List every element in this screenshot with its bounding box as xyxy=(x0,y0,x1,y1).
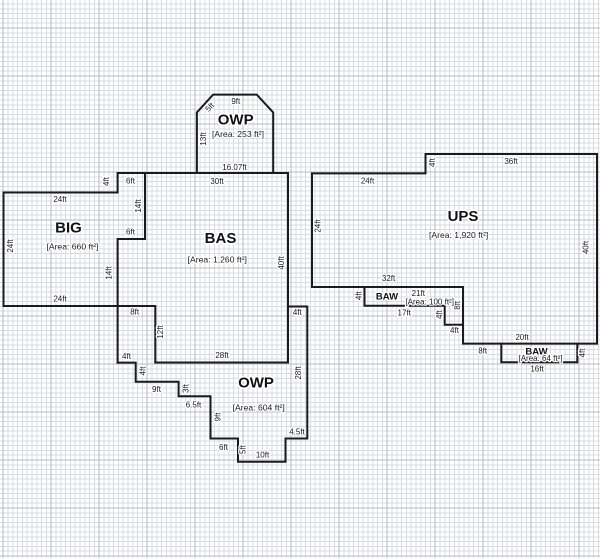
svg-text:[Area: 604 ft²]: [Area: 604 ft²] xyxy=(233,403,285,413)
svg-text:28ft: 28ft xyxy=(215,351,229,360)
svg-text:4.5ft: 4.5ft xyxy=(289,428,305,437)
svg-text:BAW: BAW xyxy=(525,347,547,358)
svg-text:14ft: 14ft xyxy=(105,266,114,280)
svg-text:30ft: 30ft xyxy=(210,177,224,186)
svg-text:4ft: 4ft xyxy=(450,326,460,335)
svg-text:10ft: 10ft xyxy=(256,450,270,459)
svg-text:BIG: BIG xyxy=(55,219,82,236)
svg-text:4ft: 4ft xyxy=(428,157,437,167)
svg-text:14ft: 14ft xyxy=(134,199,143,213)
svg-text:6ft: 6ft xyxy=(219,443,229,452)
svg-text:24ft: 24ft xyxy=(314,219,323,233)
svg-text:32ft: 32ft xyxy=(382,274,396,283)
svg-text:40ft: 40ft xyxy=(582,240,591,254)
svg-text:17ft: 17ft xyxy=(398,308,412,317)
svg-text:9ft: 9ft xyxy=(231,97,241,106)
svg-text:24ft: 24ft xyxy=(53,195,67,204)
svg-text:[Area: 660 ft²]: [Area: 660 ft²] xyxy=(46,242,98,252)
svg-text:9ft: 9ft xyxy=(214,412,223,422)
svg-text:8ft: 8ft xyxy=(130,308,140,317)
svg-text:6ft: 6ft xyxy=(126,228,136,237)
svg-text:BAS: BAS xyxy=(205,230,237,247)
svg-text:[Area: 1,260 ft²]: [Area: 1,260 ft²] xyxy=(188,255,247,265)
svg-text:36ft: 36ft xyxy=(504,157,518,166)
svg-text:16ft: 16ft xyxy=(530,365,544,374)
svg-text:4ft: 4ft xyxy=(102,176,111,186)
svg-text:24ft: 24ft xyxy=(361,177,375,186)
svg-text:16.07ft: 16.07ft xyxy=(222,163,247,172)
svg-text:OWP: OWP xyxy=(238,375,274,392)
svg-text:5ft: 5ft xyxy=(239,444,248,454)
svg-text:20ft: 20ft xyxy=(515,333,529,342)
svg-text:24ft: 24ft xyxy=(6,239,15,253)
svg-text:4ft: 4ft xyxy=(435,309,444,319)
svg-text:BAW: BAW xyxy=(376,292,398,303)
svg-text:[Area: 253 ft²]: [Area: 253 ft²] xyxy=(212,129,264,139)
svg-text:8ft: 8ft xyxy=(453,300,462,310)
svg-text:9ft: 9ft xyxy=(152,385,162,394)
svg-text:12ft: 12ft xyxy=(156,325,165,339)
svg-text:[Area: 1,920 ft²]: [Area: 1,920 ft²] xyxy=(429,230,488,240)
svg-text:4ft: 4ft xyxy=(122,352,132,361)
svg-text:OWP: OWP xyxy=(218,111,254,128)
svg-text:[Area: 100 ft²]: [Area: 100 ft²] xyxy=(405,298,453,307)
svg-text:3ft: 3ft xyxy=(182,383,191,393)
svg-text:[Area: 64 ft²]: [Area: 64 ft²] xyxy=(518,354,562,363)
svg-text:4ft: 4ft xyxy=(354,290,363,300)
svg-text:13ft: 13ft xyxy=(199,132,208,146)
svg-text:21ft: 21ft xyxy=(412,289,426,298)
svg-text:4ft: 4ft xyxy=(293,308,303,317)
svg-text:6.5ft: 6.5ft xyxy=(186,401,202,410)
svg-text:4ft: 4ft xyxy=(139,366,148,376)
svg-text:4ft: 4ft xyxy=(578,348,587,358)
svg-text:28ft: 28ft xyxy=(294,366,303,380)
svg-text:8ft: 8ft xyxy=(478,347,488,356)
svg-text:6ft: 6ft xyxy=(126,177,136,186)
svg-text:UPS: UPS xyxy=(448,208,479,225)
svg-text:40ft: 40ft xyxy=(277,256,286,270)
svg-text:24ft: 24ft xyxy=(53,295,67,304)
